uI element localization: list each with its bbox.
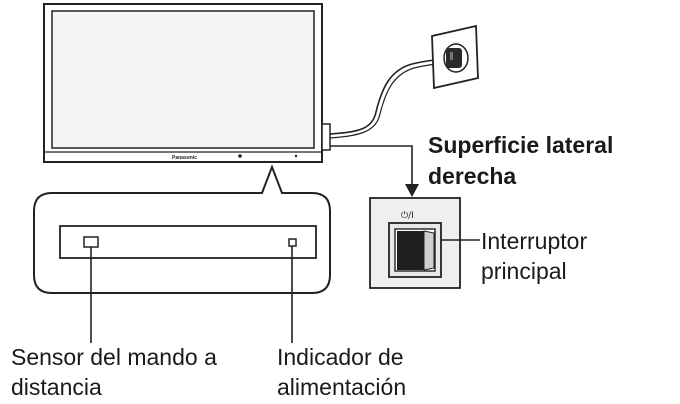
power-indicator-label-line2: alimentación xyxy=(277,374,407,400)
switch-rocker-side xyxy=(423,230,435,271)
display-sensor-dot xyxy=(238,154,242,158)
display-unit: Panasonic xyxy=(43,3,331,163)
brand-logo: Panasonic xyxy=(172,155,197,161)
power-cord-and-outlet xyxy=(329,24,479,139)
power-plug xyxy=(446,48,462,68)
power-switch-symbol: ⏻/I xyxy=(401,210,414,221)
side-panel: ⏻/I xyxy=(369,197,480,289)
power-indicator-label-line1: Indicador de xyxy=(277,344,404,370)
power-switch-label-line1: Interruptor xyxy=(481,228,588,254)
side-arrow-line xyxy=(330,145,413,186)
remote-sensor-window xyxy=(83,236,99,248)
bezel-strip xyxy=(59,225,317,259)
power-indicator-lamp xyxy=(288,238,297,247)
arrow-head-icon xyxy=(405,184,419,197)
side-arrow xyxy=(330,145,419,197)
power-switch-label-line2: principal xyxy=(481,258,567,284)
power-cord-shadow xyxy=(329,61,451,139)
plug-detail-icon xyxy=(450,52,453,60)
main-power-rocker[interactable] xyxy=(397,231,424,270)
remote-sensor-label-line2: distancia xyxy=(11,374,102,400)
side-heading-line1: Superficie lateral xyxy=(428,132,614,158)
power-cord xyxy=(329,57,449,135)
side-heading-line2: derecha xyxy=(428,163,517,189)
bezel-callout xyxy=(33,164,331,294)
side-connector xyxy=(321,123,331,151)
display-screen xyxy=(51,10,315,149)
remote-sensor-label-line1: Sensor del mando a xyxy=(11,344,217,370)
display-indicator-dot xyxy=(294,154,298,158)
